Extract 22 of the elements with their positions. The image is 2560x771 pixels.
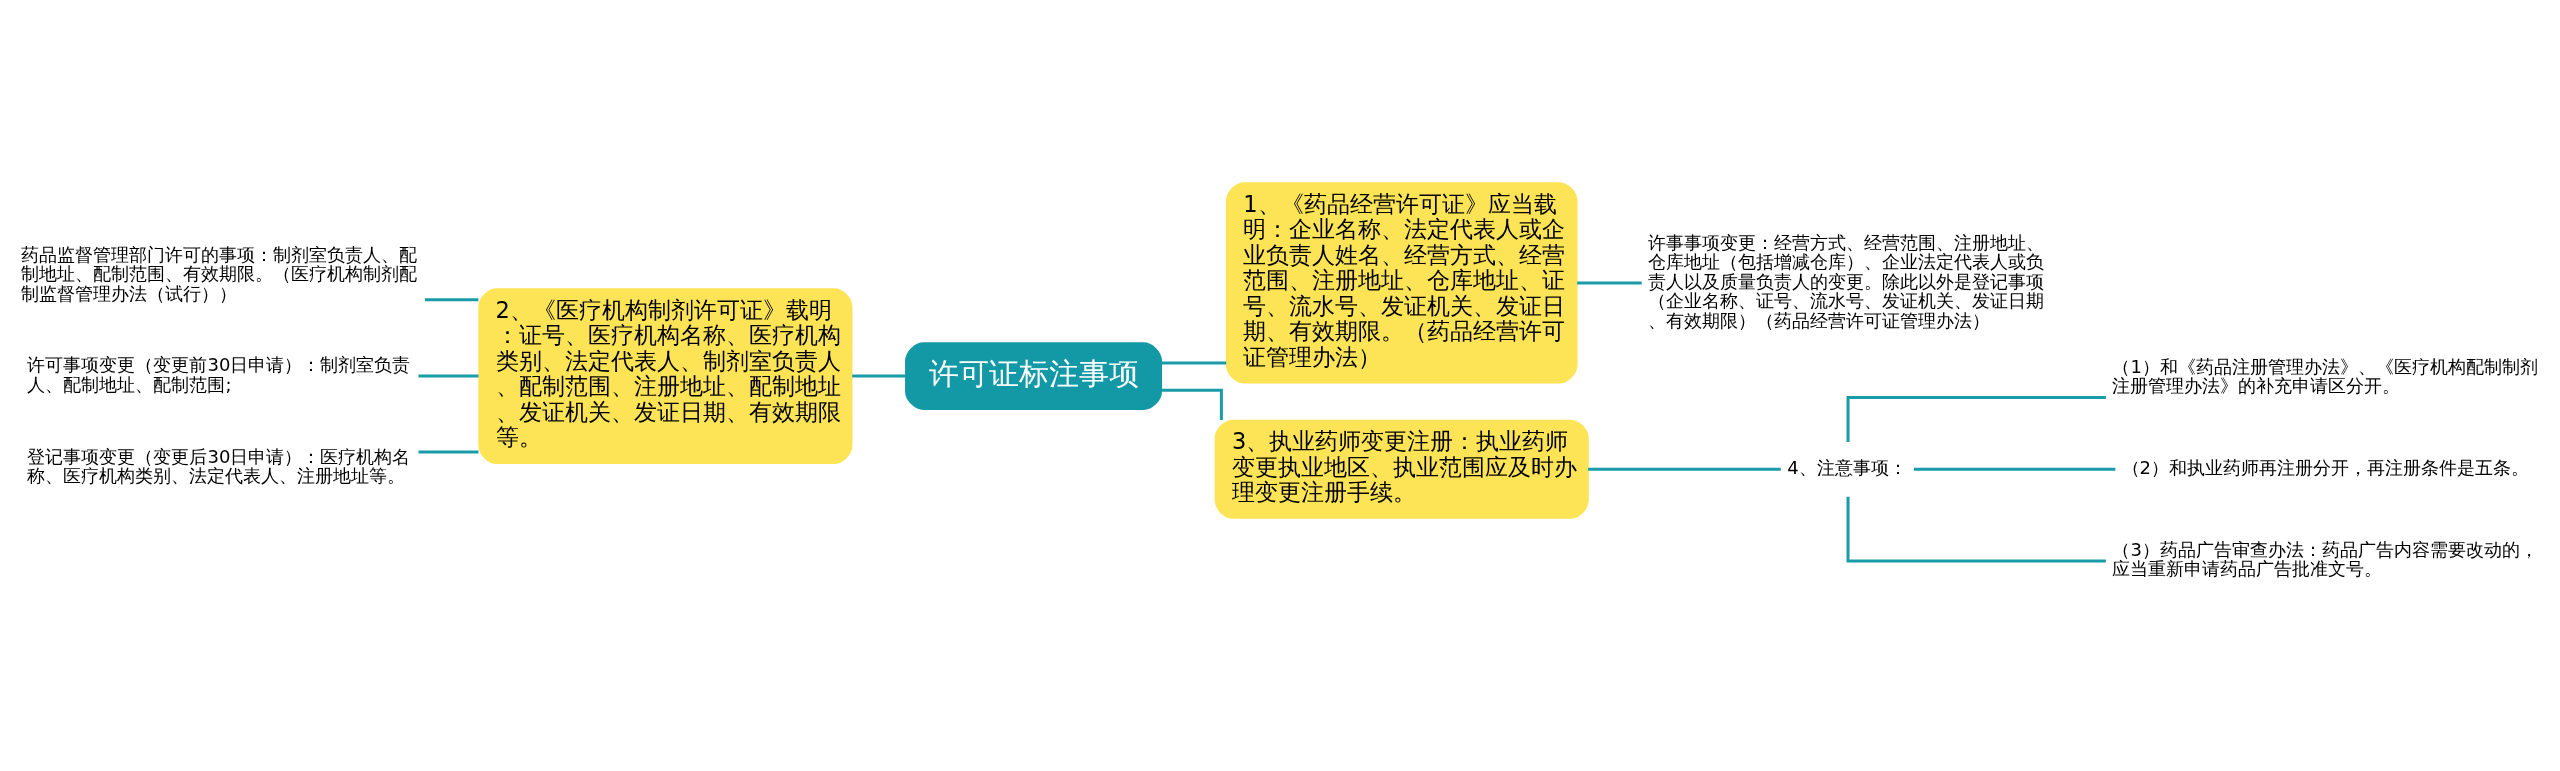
node-box: 2、《医疗机构制剂许可证》载明：证号、医疗机构名称、医疗机构类别、法定代表人、制剂室负责人、配制范围、注册地址、配制地址、发证机关、发证日期、有效期限等。	[478, 288, 853, 464]
connector	[1846, 395, 2106, 443]
node-box: 许可证标注事项	[905, 342, 1163, 410]
node-text: （1）和《药品注册管理办法》、《医疗机构配制制剂注册管理办法》的补充申请区分开。	[2112, 355, 2538, 397]
connector	[418, 450, 479, 454]
connector	[1577, 281, 1642, 285]
node-text: 登记事项变更（变更后30日申请）：医疗机构名称、医疗机构类别、法定代表人、注册地址等。	[27, 445, 411, 487]
connector	[1913, 467, 2116, 471]
connector	[1846, 496, 2106, 563]
connector	[852, 374, 906, 378]
node-text: （3）药品广告审查办法：药品广告内容需要改动的，应当重新申请药品广告批准文号。	[2112, 538, 2538, 580]
node-text: 药品监督管理部门许可的事项：制剂室负责人、配制地址、配制范围、有效期限。（医疗机构制剂配制监督管理办法（试行））	[20, 243, 417, 304]
node-text: （2）和执业药师再注册分开，再注册条件是五条。	[2121, 456, 2529, 478]
connector	[425, 298, 479, 302]
node-text: 4、注意事项：	[1787, 456, 1907, 478]
connector	[1588, 467, 1781, 471]
connector	[418, 374, 479, 378]
connector	[1161, 361, 1227, 365]
node-text: 许事事项变更：经营方式、经营范围、注册地址、仓库地址（包括增减仓库）、企业法定代表人或负责人以及质量负责人的变更。除此以外是登记事项（企业名称、证号、流水号、发证机关、发证日期、有效期限）（药品经营许可证管理办法）	[1648, 231, 2045, 331]
node-box: 1、《药品经营许可证》应当载明：企业名称、法定代表人或企业负责人姓名、经营方式、经营范围、注册地址、仓库地址、证号、流水号、发证机关、发证日期、有效期限。（药品经营许可证管理办法）	[1225, 182, 1578, 384]
node-box: 3、执业药师变更注册：执业药师变更执业地区、执业范围应及时办理变更注册手续。	[1214, 419, 1589, 519]
node-text: 许可事项变更（变更前30日申请）：制剂室负责人、配制地址、配制范围;	[27, 354, 411, 395]
